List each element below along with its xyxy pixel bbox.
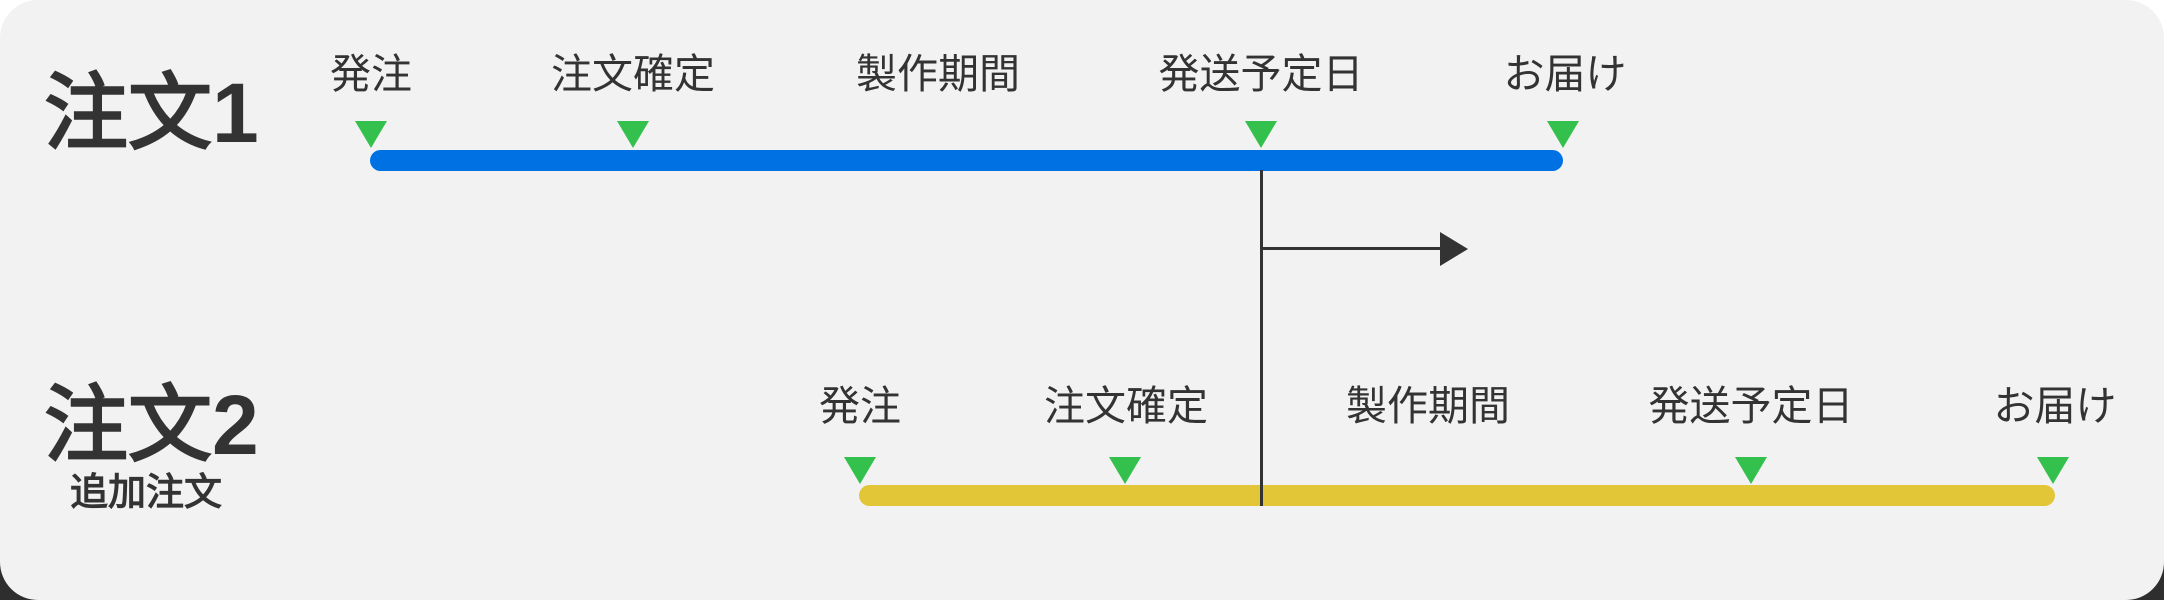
order1-milestone-label-hacchuu: 発注 <box>330 51 412 97</box>
order1-milestone-label-seisaku: 製作期間 <box>856 51 1020 97</box>
milestone-marker-icon <box>844 457 876 484</box>
milestone-marker-icon <box>2037 457 2069 484</box>
order2-milestone-label-hacchuu: 発注 <box>819 383 901 429</box>
milestone-marker-icon <box>617 121 649 148</box>
order2-milestone-label-kakutei: 注文確定 <box>1044 383 1208 429</box>
milestone-marker-icon <box>355 121 387 148</box>
order1-milestone-label-kakutei: 注文確定 <box>551 51 715 97</box>
order2-milestone-label-seisaku: 製作期間 <box>1346 383 1510 429</box>
order2-title: 注文2 <box>44 378 259 472</box>
order1-timeline-bar <box>370 150 1563 171</box>
order1-title: 注文1 <box>44 66 259 160</box>
milestone-marker-icon <box>1735 457 1767 484</box>
milestone-marker-icon <box>1245 121 1277 148</box>
order1-milestone-label-otodoke: お届け <box>1503 51 1627 97</box>
order1-milestone-label-hassou: 発送予定日 <box>1158 51 1364 97</box>
connector-vertical-line <box>1260 170 1263 506</box>
order2-subtitle: 追加注文 <box>70 472 223 514</box>
milestone-marker-icon <box>1547 121 1579 148</box>
order2-milestone-label-hassou: 発送予定日 <box>1648 383 1854 429</box>
milestone-marker-icon <box>1109 457 1141 484</box>
connector-horizontal-line <box>1261 247 1441 250</box>
order2-milestone-label-otodoke: お届け <box>1993 383 2117 429</box>
order2-timeline-bar <box>859 485 2055 506</box>
connector-arrowhead-icon <box>1440 232 1468 266</box>
